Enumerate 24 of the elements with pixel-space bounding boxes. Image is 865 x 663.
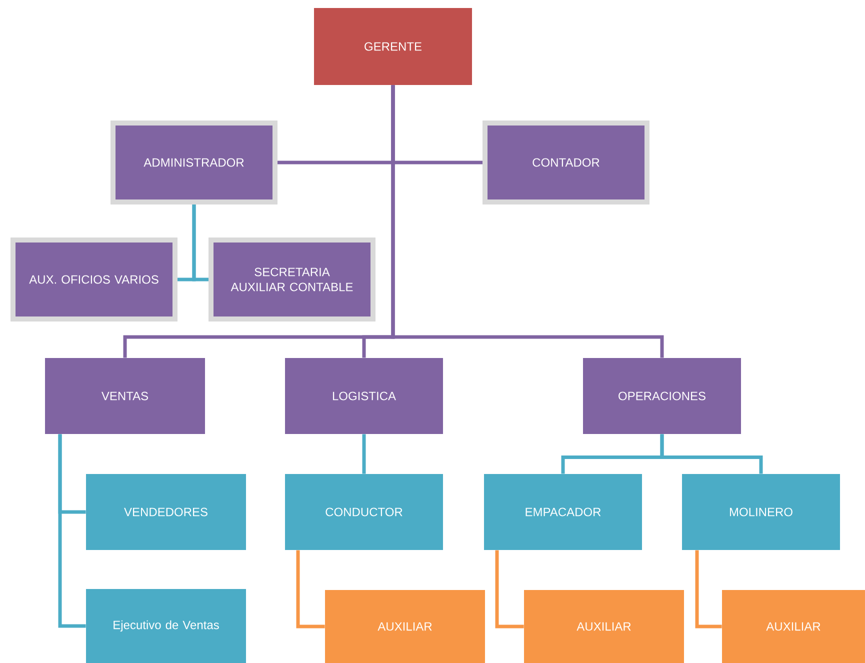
position-box: CONTADOR — [482, 120, 650, 204]
position-box: ADMINISTRADOR — [110, 120, 278, 204]
position-box: VENDEDORES — [86, 474, 246, 550]
position-box: Ejecutivo de Ventas — [86, 589, 246, 663]
position-box: CONDUCTOR — [285, 474, 443, 550]
connector-line — [695, 550, 722, 628]
connector-line — [192, 204, 208, 282]
position-box: MOLINERO — [682, 474, 840, 550]
position-box: SECRETARIA AUXILIAR CONTABLE — [208, 238, 376, 322]
position-box: LOGISTICA — [285, 358, 443, 434]
connector-line — [362, 434, 366, 474]
position-box: AUXILIAR — [524, 590, 684, 663]
connector-line — [660, 434, 763, 474]
position-box: OPERACIONES — [583, 358, 741, 434]
connector-line — [391, 85, 664, 358]
connector-line — [296, 550, 325, 628]
connector-line — [58, 434, 86, 628]
connector-line — [495, 550, 524, 628]
position-box: AUX. OFICIOS VARIOS — [10, 238, 178, 322]
position-box: EMPACADOR — [484, 474, 642, 550]
position-box: AUXILIAR — [325, 590, 485, 663]
position-box: VENTAS — [45, 358, 205, 434]
position-box: AUXILIAR — [722, 590, 865, 663]
position-box: GERENTE — [314, 8, 472, 85]
